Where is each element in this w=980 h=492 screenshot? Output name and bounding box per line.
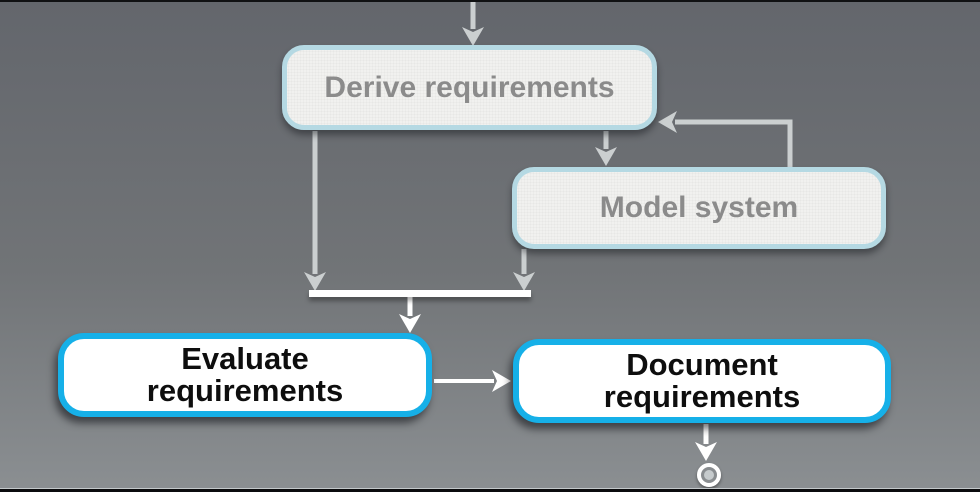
- arrow-evaluate-to-document: [434, 370, 511, 392]
- node-label-line2: requirements: [146, 373, 344, 408]
- node-label-line2: requirements: [603, 379, 801, 414]
- bottom-border-line: [0, 489, 980, 492]
- arrow-model-to-derive-loop: [658, 111, 793, 167]
- join-synchronization-bar: [309, 290, 531, 297]
- arrow-join-to-evaluate: [399, 296, 421, 333]
- node-label: Model system: [599, 191, 799, 224]
- top-border-line: [0, 0, 980, 2]
- arrow-model-to-join: [513, 249, 535, 291]
- node-label: Derive requirements: [324, 70, 615, 104]
- arrow-start-to-derive: [462, 0, 484, 46]
- arrow-document-to-final: [695, 424, 717, 461]
- activity-final-node-dot: [704, 470, 714, 480]
- node-label-line1: Document: [626, 347, 778, 382]
- node-label-line1: Evaluate: [181, 341, 309, 376]
- activity-node-evaluate-requirements: Evaluate requirements: [58, 333, 432, 417]
- activity-node-model-system: Model system: [512, 167, 886, 249]
- arrow-derive-to-model: [595, 131, 617, 166]
- activity-final-node-icon: [697, 463, 721, 487]
- bottom-highlight-line: [0, 488, 980, 489]
- arrow-derive-to-join: [304, 131, 326, 291]
- activity-node-document-requirements: Document requirements: [513, 339, 891, 423]
- activity-node-derive-requirements: Derive requirements: [282, 45, 657, 130]
